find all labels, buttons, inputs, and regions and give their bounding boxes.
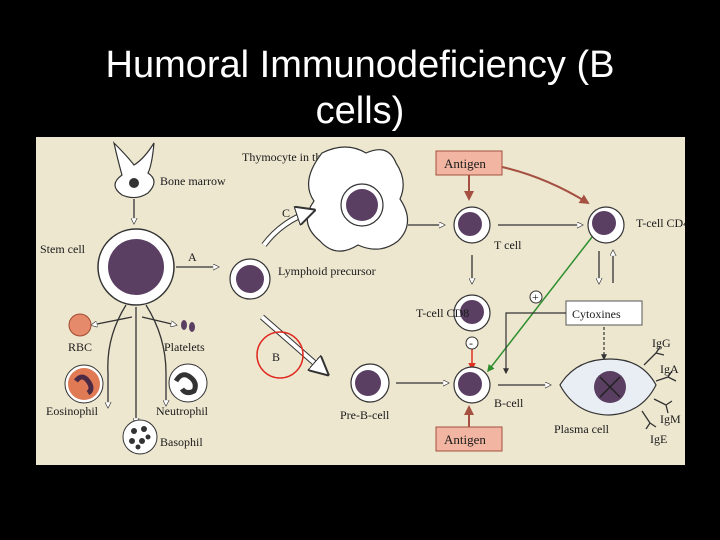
pre-b-cell <box>350 363 390 403</box>
eosinophil-label: Eosinophil <box>46 404 99 418</box>
letter-b: B <box>272 350 280 364</box>
b-highlight-circle <box>256 331 304 379</box>
antigen-box-bottom <box>435 426 503 452</box>
immune-cell-diagram: Bone marrow Stem cell A RBC Platelets Eo… <box>36 137 685 465</box>
igm-label: IgM <box>660 412 681 426</box>
antigen-box-top <box>435 150 503 176</box>
cytoxines-label: Cytoxines <box>572 307 621 321</box>
green-help-arrow <box>487 236 593 373</box>
antigen-bottom-label: Antigen <box>444 432 486 447</box>
letter-c: C <box>282 206 290 220</box>
plus-sign: + <box>532 290 539 304</box>
thymus-cell <box>306 146 409 252</box>
stem-cell <box>97 228 175 306</box>
igg-label: IgG <box>652 336 671 350</box>
eosinophil-cell <box>64 364 104 404</box>
rbc-cell <box>68 313 92 337</box>
t-cell <box>453 206 491 244</box>
b-cell-label: B-cell <box>494 396 524 410</box>
t-cell-cd4 <box>587 206 625 244</box>
minus-marker <box>465 336 479 350</box>
slide-title-line2: cells) <box>315 90 405 132</box>
platelets-icon <box>181 320 195 332</box>
neutrophil-cell <box>168 363 208 403</box>
neutrophil-label: Neutrophil <box>156 404 209 418</box>
slide-title-line1: Humoral Immunodeficiency (B <box>105 44 615 86</box>
stem-cell-arrows <box>92 199 218 423</box>
t-cell-label: T cell <box>494 238 522 252</box>
t-cell-cd8 <box>453 294 491 332</box>
ige-label: IgE <box>650 432 667 446</box>
antigen-top-label: Antigen <box>444 156 486 171</box>
lymphoid-precursor-cell <box>229 258 271 300</box>
minus-sign: - <box>469 336 473 350</box>
basophil-label: Basophil <box>160 435 203 449</box>
basophil-cell <box>122 419 158 455</box>
b-cell <box>453 366 491 404</box>
iga-label: IgA <box>660 362 679 376</box>
plasma-cell-label: Plasma cell <box>554 422 610 436</box>
slide-title: Humoral Immunodeficiency (B cells) <box>0 42 720 134</box>
letter-a: A <box>188 250 197 264</box>
stem-cell-label: Stem cell <box>40 242 86 256</box>
t-cell-cd4-label: T-cell CD4 <box>636 216 685 230</box>
plus-marker <box>529 290 543 304</box>
bone-marrow-icon <box>112 141 155 199</box>
bone-marrow-label: Bone marrow <box>160 174 226 188</box>
t-cell-cd8-label: T-cell CD8 <box>416 306 469 320</box>
plasma-cell <box>559 358 657 416</box>
lymphoid-precursor-label: Lymphoid precursor <box>278 264 376 278</box>
pre-b-cell-label: Pre-B-cell <box>340 408 390 422</box>
platelets-label: Platelets <box>164 340 205 354</box>
antibody-icons <box>641 346 677 430</box>
rbc-label: RBC <box>68 340 92 354</box>
